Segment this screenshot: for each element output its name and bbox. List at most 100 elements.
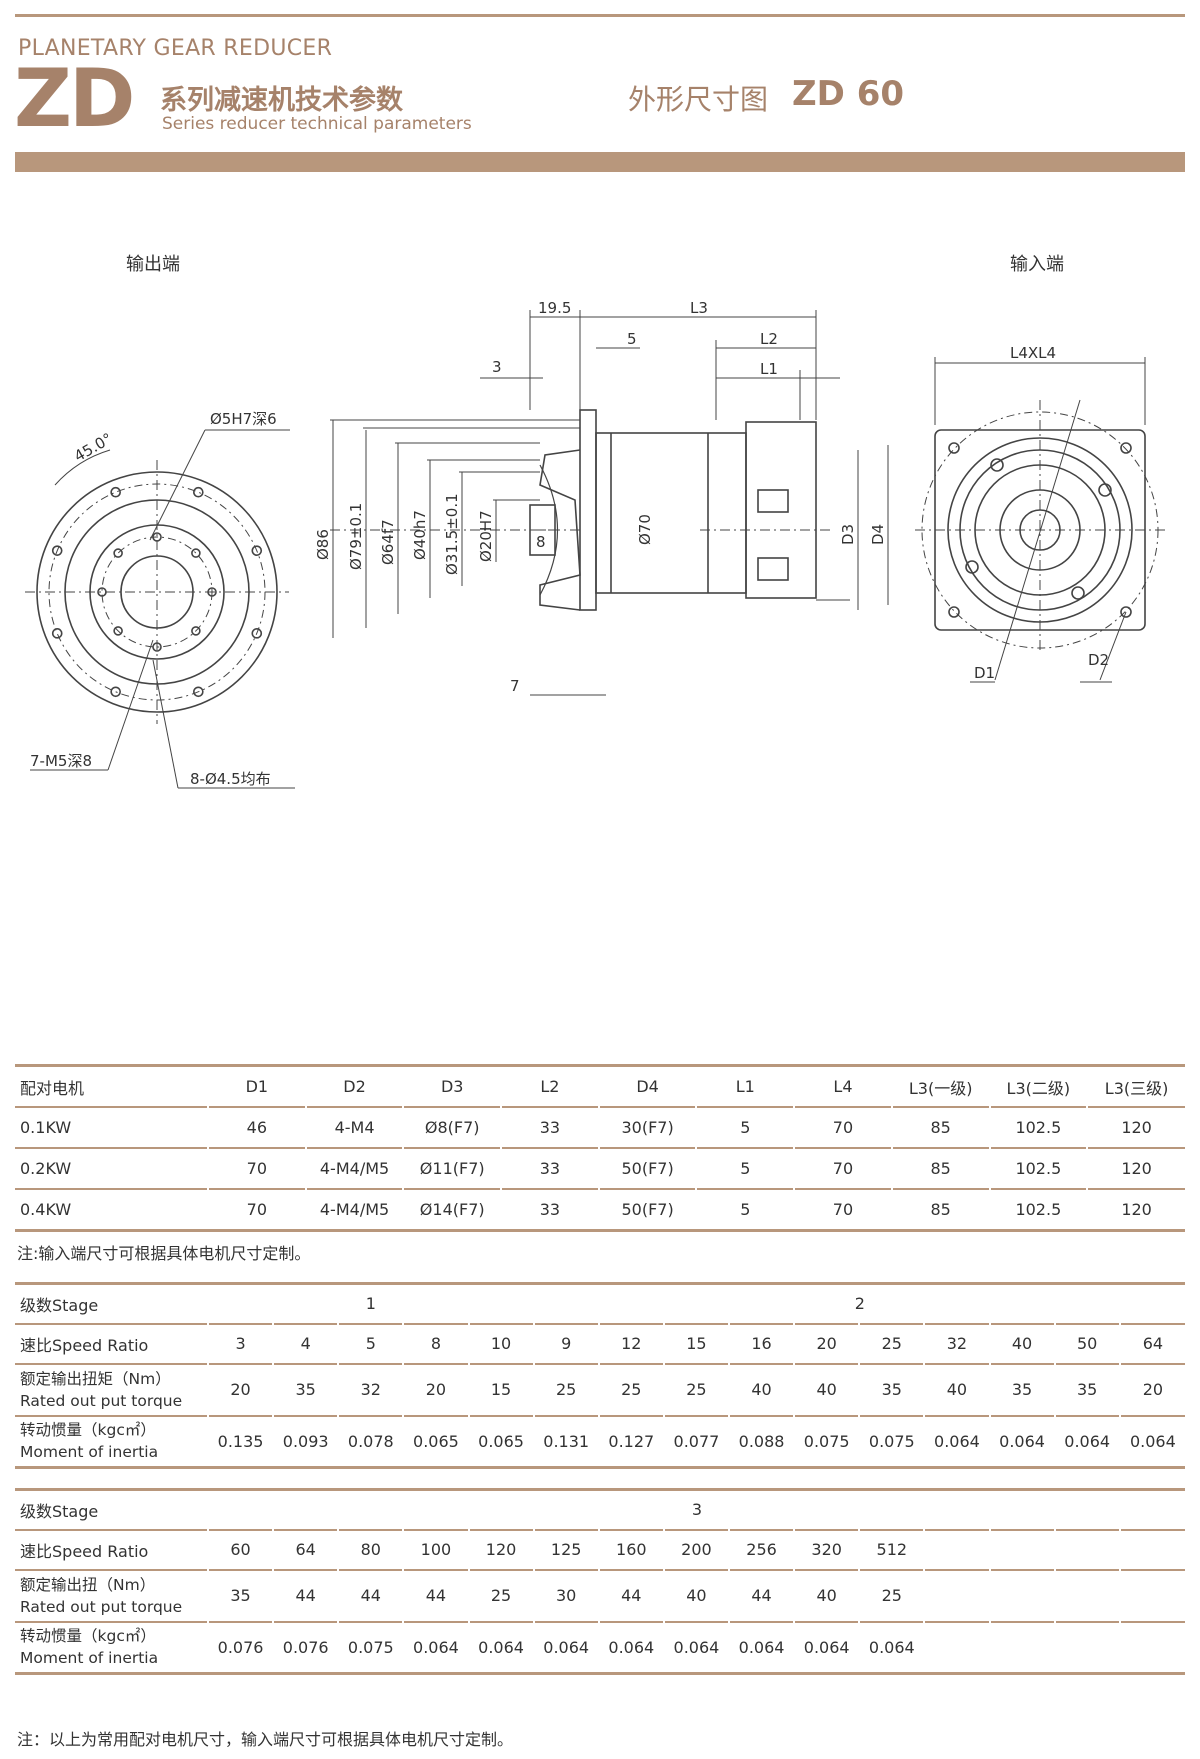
tapped-hole (191, 626, 201, 636)
dia-64-dim: Ø64f7 (379, 519, 397, 565)
table-cell: 0.064 (597, 1621, 665, 1674)
table-cell: 0.4KW (15, 1189, 209, 1231)
table-cell: 40 (923, 1363, 991, 1416)
dia-31-dim: Ø31.5±0.1 (443, 493, 461, 575)
table-cell: 100 (402, 1529, 470, 1570)
column-header: L3(二级) (988, 1065, 1088, 1107)
table-cell: 0.064 (923, 1415, 991, 1468)
table-cell: 0.064 (988, 1415, 1056, 1468)
table-cell: 33 (500, 1107, 600, 1148)
table-cell: 25 (467, 1569, 535, 1622)
length-5-dim: 5 (627, 330, 637, 348)
table-cell: 0.064 (532, 1621, 600, 1674)
table-cell: 4-M4/M5 (304, 1189, 404, 1231)
header-band (15, 152, 1185, 172)
ratio-label: 速比Speed Ratio (15, 1529, 209, 1570)
dia-40-dim: Ø40h7 (411, 510, 429, 560)
table-cell: 30 (532, 1569, 600, 1622)
table-cell: 102.5 (988, 1148, 1088, 1189)
table-cell (1118, 1621, 1185, 1674)
table-cell: 46 (207, 1107, 307, 1148)
tapped-hole (113, 626, 123, 636)
inertia-label-cn: 转动惯量（kgc㎡） (20, 1627, 156, 1646)
table-cell: 320 (793, 1529, 860, 1570)
table-cell: 0.093 (272, 1415, 339, 1468)
pin-hole-dim: Ø5H7深6 (210, 410, 277, 428)
table-cell: 0.1KW (15, 1107, 209, 1148)
table-cell: 0.088 (727, 1415, 795, 1468)
column-header: D4 (597, 1065, 697, 1107)
dia-79-dim: Ø79±0.1 (347, 503, 365, 570)
table-cell: 70 (207, 1189, 307, 1231)
input-end-label: 输入端 (1010, 254, 1064, 275)
through-hole (51, 628, 63, 639)
table-cell: 25 (858, 1323, 925, 1364)
table-cell: 40 (727, 1363, 795, 1416)
table-cell: 25 (662, 1363, 730, 1416)
table-cell: 35 (272, 1363, 339, 1416)
table-cell: 0.064 (1118, 1415, 1185, 1468)
table-cell: 20 (206, 1363, 274, 1416)
tapped-hole (207, 587, 217, 597)
mounting-hole-pattern (51, 486, 263, 698)
table-cell (988, 1621, 1056, 1674)
table-cell: 5 (695, 1107, 795, 1148)
tapped-hole (152, 642, 162, 652)
table-cell: 0.075 (793, 1415, 860, 1468)
table-cell: 0.065 (402, 1415, 470, 1468)
table-cell: 70 (793, 1148, 893, 1189)
table-cell: 0.064 (662, 1621, 730, 1674)
table-cell: 125 (532, 1529, 600, 1570)
dia-d4-dim: D4 (869, 524, 887, 545)
top-rule (15, 14, 1185, 17)
tapped-hole (152, 532, 162, 542)
table-cell: 5 (337, 1323, 404, 1364)
table-cell: 32 (337, 1363, 404, 1416)
table-cell: 50 (1053, 1323, 1121, 1364)
column-header: L3(一级) (890, 1065, 990, 1107)
dia-20-dim: Ø20H7 (477, 510, 495, 562)
table-cell: 44 (402, 1569, 470, 1622)
table-cell: 64 (1118, 1323, 1185, 1364)
table-cell: 0.064 (1053, 1415, 1121, 1468)
dimension-drawing: 45.0° Ø5H7深6 7-M5深8 8-Ø4.5均布 Ø86 Ø79±0.1… (25, 300, 1165, 789)
table-cell: 20 (1118, 1363, 1185, 1416)
table-cell: 33 (500, 1189, 600, 1231)
tapped-holes-dim: 7-M5深8 (30, 752, 92, 770)
dia-86-dim: Ø86 (314, 529, 332, 560)
table-cell: 10 (467, 1323, 535, 1364)
through-hole (51, 545, 63, 556)
table-cell (923, 1621, 991, 1674)
table-cell: 20 (402, 1363, 470, 1416)
table-cell: 0.064 (858, 1621, 925, 1674)
table-cell: 35 (1053, 1363, 1121, 1416)
length-7-dim: 7 (510, 677, 520, 695)
dia-d1-dim: D1 (974, 664, 995, 682)
table-cell (1053, 1529, 1121, 1570)
table-cell: 4 (272, 1323, 339, 1364)
table-cell: 0.078 (337, 1415, 404, 1468)
table-cell: 80 (337, 1529, 404, 1570)
stage-3-cell: 3 (207, 1489, 1185, 1530)
dia-70-dim: Ø70 (636, 514, 654, 545)
table-cell: 0.064 (402, 1621, 470, 1674)
table-cell: 30(F7) (597, 1107, 697, 1148)
table-cell: 0.064 (793, 1621, 860, 1674)
table-cell: 0.065 (467, 1415, 535, 1468)
table-cell: 0.077 (662, 1415, 730, 1468)
table-cell: 0.076 (206, 1621, 274, 1674)
torque-label-en: Rated out put torque (20, 1597, 183, 1616)
inertia-label-en: Moment of inertia (20, 1443, 159, 1462)
torque-label-en: Rated out put torque (20, 1391, 183, 1410)
footer-note: 注：以上为常用配对电机尺寸，输入端尺寸可根据具体电机尺寸定制。 (17, 1730, 514, 1749)
table-cell (1053, 1569, 1121, 1622)
inertia-label-cn: 转动惯量（kgc㎡） (20, 1421, 156, 1440)
tapped-hole (97, 587, 107, 597)
table-cell: 85 (890, 1107, 990, 1148)
table-cell: 120 (467, 1529, 535, 1570)
